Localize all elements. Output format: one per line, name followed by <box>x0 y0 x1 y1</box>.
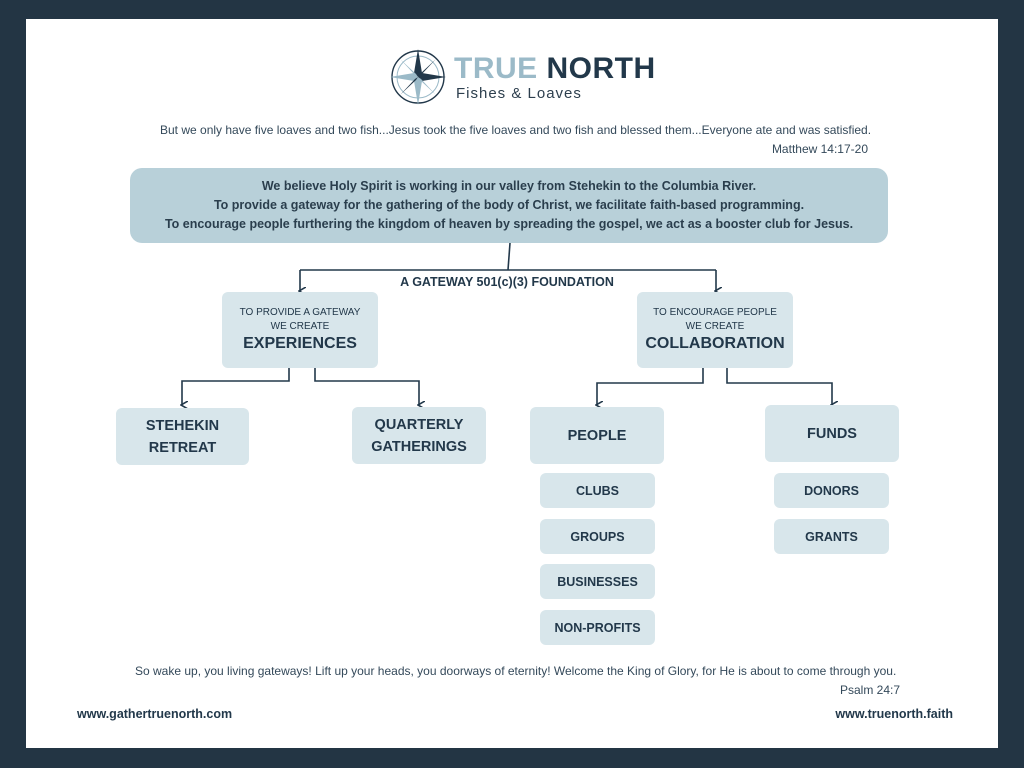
brand-word-true: TRUE <box>454 52 538 85</box>
quarterly-gatherings-line-1: QUARTERLY <box>374 416 464 433</box>
collaboration-line-2: WE CREATE <box>685 321 745 332</box>
connector-to-people <box>597 368 704 405</box>
connector-to-funds <box>726 368 832 405</box>
funds-item-label: DONORS <box>804 483 859 498</box>
collaboration-node: TO ENCOURAGE PEOPLE WE CREATE COLLABORAT… <box>637 292 793 368</box>
top-verse-reference: Matthew 14:17-20 <box>771 142 868 156</box>
bottom-verse-reference: Psalm 24:7 <box>839 683 900 697</box>
mission-statement: We believe Holy Spirit is working in our… <box>130 168 888 243</box>
connector-lines <box>26 242 998 748</box>
stehekin-retreat-node: STEHEKIN RETREAT <box>116 408 249 465</box>
stehekin-retreat-line-1: STEHEKIN <box>145 417 220 434</box>
mission-line-3: To encourage people furthering the kingd… <box>164 217 854 231</box>
collaboration-line-1: TO ENCOURAGE PEOPLE <box>653 307 777 318</box>
experiences-title: EXPERIENCES <box>243 335 357 352</box>
brand-tagline: Fishes & Loaves <box>456 85 582 102</box>
people-item-groups: GROUPS <box>540 519 655 554</box>
compass-rose-icon <box>390 49 446 105</box>
experiences-line-2: WE CREATE <box>270 321 330 332</box>
brand-title: TRUE NORTH <box>454 52 656 86</box>
experiences-line-1: TO PROVIDE A GATEWAY <box>239 307 361 318</box>
people-item-label: CLUBS <box>575 483 620 498</box>
connector-to-stehekin <box>182 368 290 405</box>
people-node: PEOPLE <box>530 407 664 464</box>
quarterly-gatherings-line-2: GATHERINGS <box>371 438 467 455</box>
stehekin-retreat-line-2: RETREAT <box>148 439 217 456</box>
funds-node: FUNDS <box>765 405 899 462</box>
mission-line-1: We believe Holy Spirit is working in our… <box>261 179 757 193</box>
bottom-verse-text: So wake up, you living gateways! Lift up… <box>135 664 897 678</box>
people-label: PEOPLE <box>567 427 627 444</box>
funds-item-label: GRANTS <box>805 529 858 544</box>
experiences-node: TO PROVIDE A GATEWAY WE CREATE EXPERIENC… <box>222 292 378 368</box>
people-item-label: NON-PROFITS <box>554 620 641 635</box>
mission-line-2: To provide a gateway for the gathering o… <box>213 198 805 212</box>
funds-item-donors: DONORS <box>774 473 889 508</box>
funds-label: FUNDS <box>807 425 857 442</box>
brand-word-north: NORTH <box>546 52 656 85</box>
people-item-label: BUSINESSES <box>557 574 638 589</box>
quarterly-gatherings-node: QUARTERLY GATHERINGS <box>352 407 486 464</box>
top-verse-text: But we only have five loaves and two fis… <box>160 123 872 137</box>
people-item-label: GROUPS <box>570 529 625 544</box>
funds-item-grants: GRANTS <box>774 519 889 554</box>
connector-mission-down <box>507 242 511 271</box>
collaboration-title: COLLABORATION <box>645 335 785 352</box>
people-item-non-profits: NON-PROFITS <box>540 610 655 645</box>
people-item-clubs: CLUBS <box>540 473 655 508</box>
footer-link-truenorth-faith[interactable]: www.truenorth.faith <box>835 707 953 721</box>
people-item-businesses: BUSINESSES <box>540 564 655 599</box>
connector-to-quarterly <box>314 368 419 405</box>
page-canvas: TRUE NORTH Fishes & Loaves But we only h… <box>26 19 998 748</box>
footer-link-gathertruenorth[interactable]: www.gathertruenorth.com <box>77 707 233 721</box>
foundation-label: A GATEWAY 501(c)(3) FOUNDATION <box>400 275 614 289</box>
